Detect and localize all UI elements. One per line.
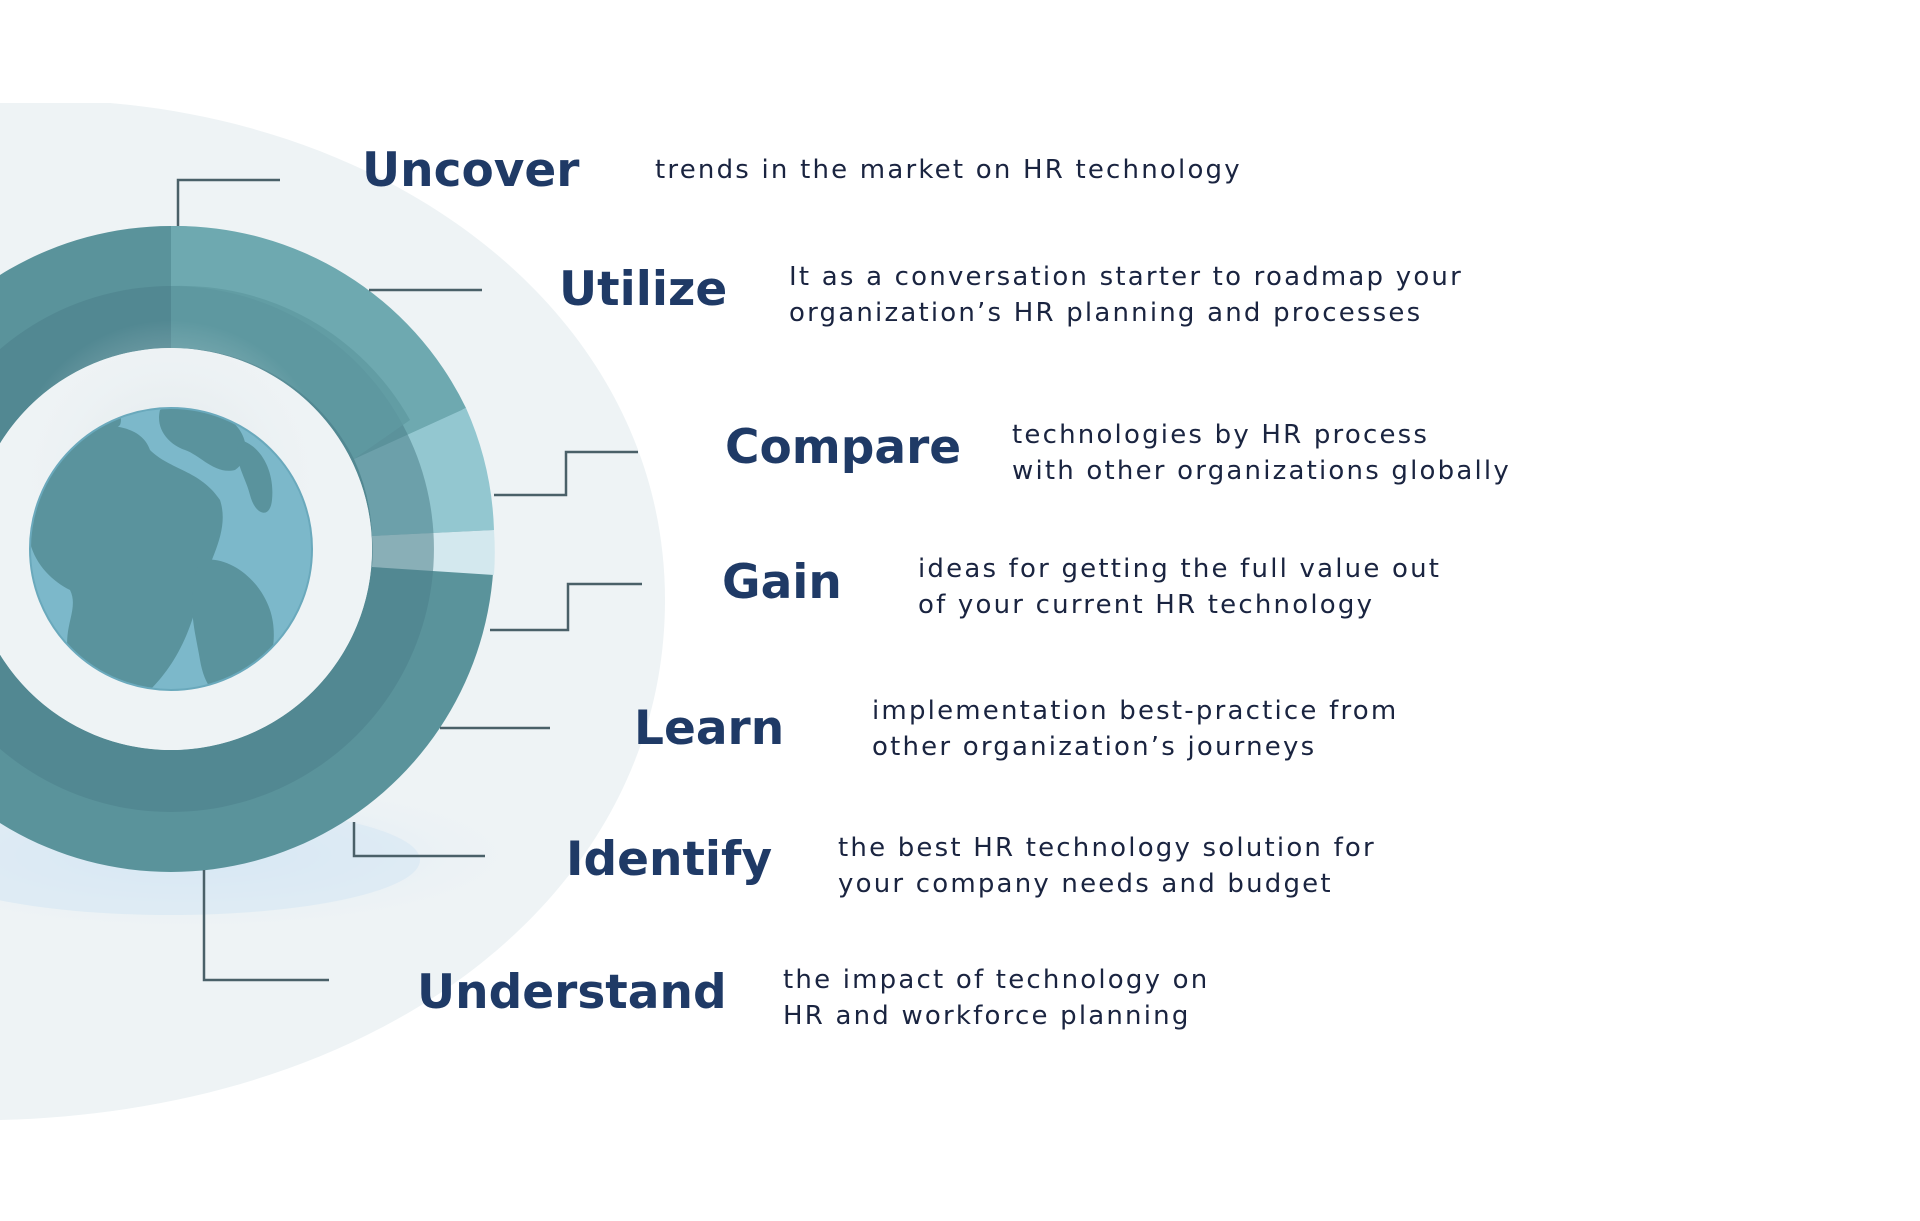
description-line: of your current HR technology (918, 590, 1375, 620)
description-line: trends in the market on HR technology (655, 155, 1242, 185)
ring-inner-band-light (171, 285, 410, 459)
keyword-uncover: Uncover (362, 143, 580, 198)
description-line: technologies by HR process (1012, 420, 1430, 450)
description-line: other organization’s journeys (872, 732, 1317, 762)
description-compare: technologies by HR process with other or… (1012, 417, 1511, 489)
connector-uncover (176, 178, 280, 226)
description-line: ideas for getting the full value out (918, 554, 1442, 584)
keyword-utilize: Utilize (559, 262, 728, 317)
description-identify: the best HR technology solution for your… (838, 830, 1376, 902)
description-uncover: trends in the market on HR technology (655, 152, 1242, 188)
description-learn: implementation best-practice from other … (872, 693, 1398, 765)
connector-lines (176, 178, 642, 982)
description-line: implementation best-practice from (872, 696, 1399, 726)
connector-compare (494, 450, 638, 497)
keyword-compare: Compare (725, 420, 962, 475)
description-line: the best HR technology solution for (838, 833, 1376, 863)
ring (0, 225, 495, 872)
keyword-gain: Gain (722, 555, 842, 610)
description-line: your company needs and budget (838, 869, 1333, 899)
connector-identify (352, 822, 485, 858)
description-gain: ideas for getting the full value out of … (918, 551, 1441, 623)
keyword-learn: Learn (634, 701, 785, 756)
description-utilize: It as a conversation starter to roadmap … (789, 259, 1463, 331)
description-line: with other organizations globally (1012, 456, 1511, 486)
keyword-identify: Identify (566, 832, 773, 887)
description-line: It as a conversation starter to roadmap … (789, 262, 1463, 292)
connector-understand (202, 870, 329, 982)
connector-gain (490, 582, 642, 632)
ring-inner-band (0, 286, 434, 812)
description-understand: the impact of technology on HR and workf… (783, 962, 1209, 1034)
description-line: the impact of technology on (783, 965, 1210, 995)
description-line: organization’s HR planning and processes (789, 298, 1423, 328)
description-line: HR and workforce planning (783, 1001, 1191, 1031)
keyword-understand: Understand (417, 965, 727, 1020)
